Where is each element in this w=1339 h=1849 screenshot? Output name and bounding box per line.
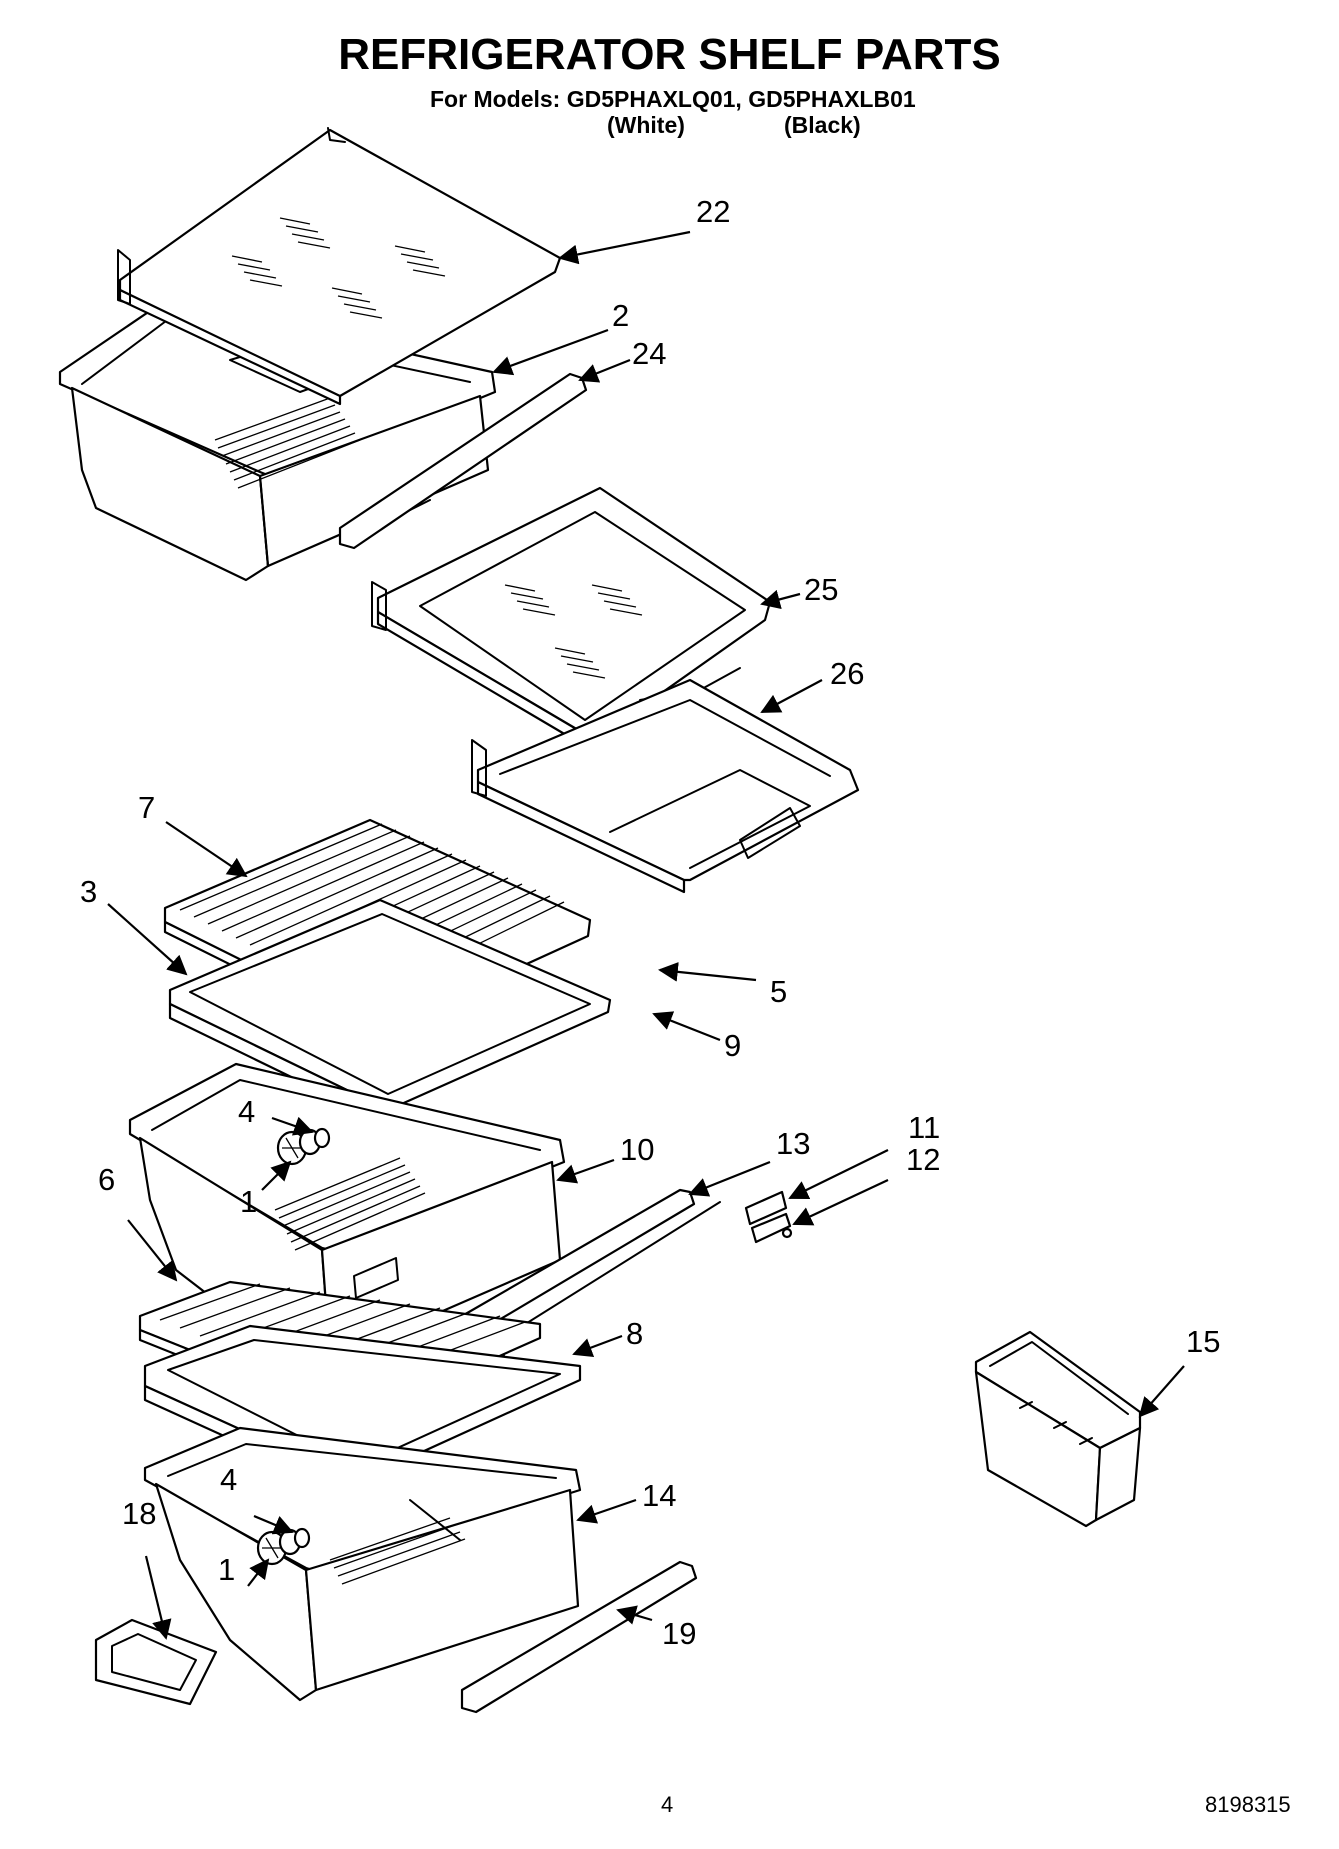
callout-4-middle: 4 xyxy=(238,1094,256,1129)
door-bin-15 xyxy=(974,1330,1142,1528)
shelf-25 xyxy=(371,486,772,754)
callout-10: 10 xyxy=(620,1132,655,1167)
crisper-drawer-14 xyxy=(143,1426,582,1702)
shelf-frame-26 xyxy=(471,678,860,894)
callout-9: 9 xyxy=(724,1028,742,1063)
callout-7: 7 xyxy=(138,790,156,825)
leader-lines xyxy=(107,230,1185,1640)
callout-26: 26 xyxy=(830,656,865,691)
callout-24: 24 xyxy=(632,336,667,371)
callout-5: 5 xyxy=(770,974,788,1009)
callout-15: 15 xyxy=(1186,1324,1221,1359)
slide-bracket-11-12 xyxy=(744,1190,793,1244)
callout-4-bottom: 4 xyxy=(220,1462,238,1497)
callout-2: 2 xyxy=(612,298,630,333)
callout-13: 13 xyxy=(776,1126,811,1161)
page-title: REFRIGERATOR SHELF PARTS xyxy=(338,30,1001,79)
callout-22: 22 xyxy=(696,194,731,229)
callout-3: 3 xyxy=(80,874,98,909)
knob-assembly-middle xyxy=(276,1127,331,1166)
callout-19: 19 xyxy=(662,1616,697,1651)
callout-11: 11 xyxy=(908,1110,941,1145)
variant-black-label: (Black) xyxy=(784,112,861,138)
crisper-rail-19 xyxy=(460,1560,698,1714)
variant-white-label: (White) xyxy=(607,112,685,138)
callout-6: 6 xyxy=(98,1162,116,1197)
callout-1-middle: 1 xyxy=(240,1184,258,1219)
shelf-22 xyxy=(117,127,562,406)
document-number: 8198315 xyxy=(1205,1792,1291,1817)
models-line: For Models: GD5PHAXLQ01, GD5PHAXLB01 xyxy=(430,86,916,112)
page-number: 4 xyxy=(661,1792,674,1817)
callout-18: 18 xyxy=(122,1496,157,1531)
callout-14: 14 xyxy=(642,1478,677,1513)
crisper-drawer-top xyxy=(58,298,497,582)
callout-1-bottom: 1 xyxy=(218,1552,236,1587)
label-holder-18 xyxy=(94,1618,218,1706)
callout-25: 25 xyxy=(804,572,839,607)
crisper-rail-24 xyxy=(338,372,588,550)
callout-8: 8 xyxy=(626,1316,644,1351)
callout-12: 12 xyxy=(906,1142,941,1177)
